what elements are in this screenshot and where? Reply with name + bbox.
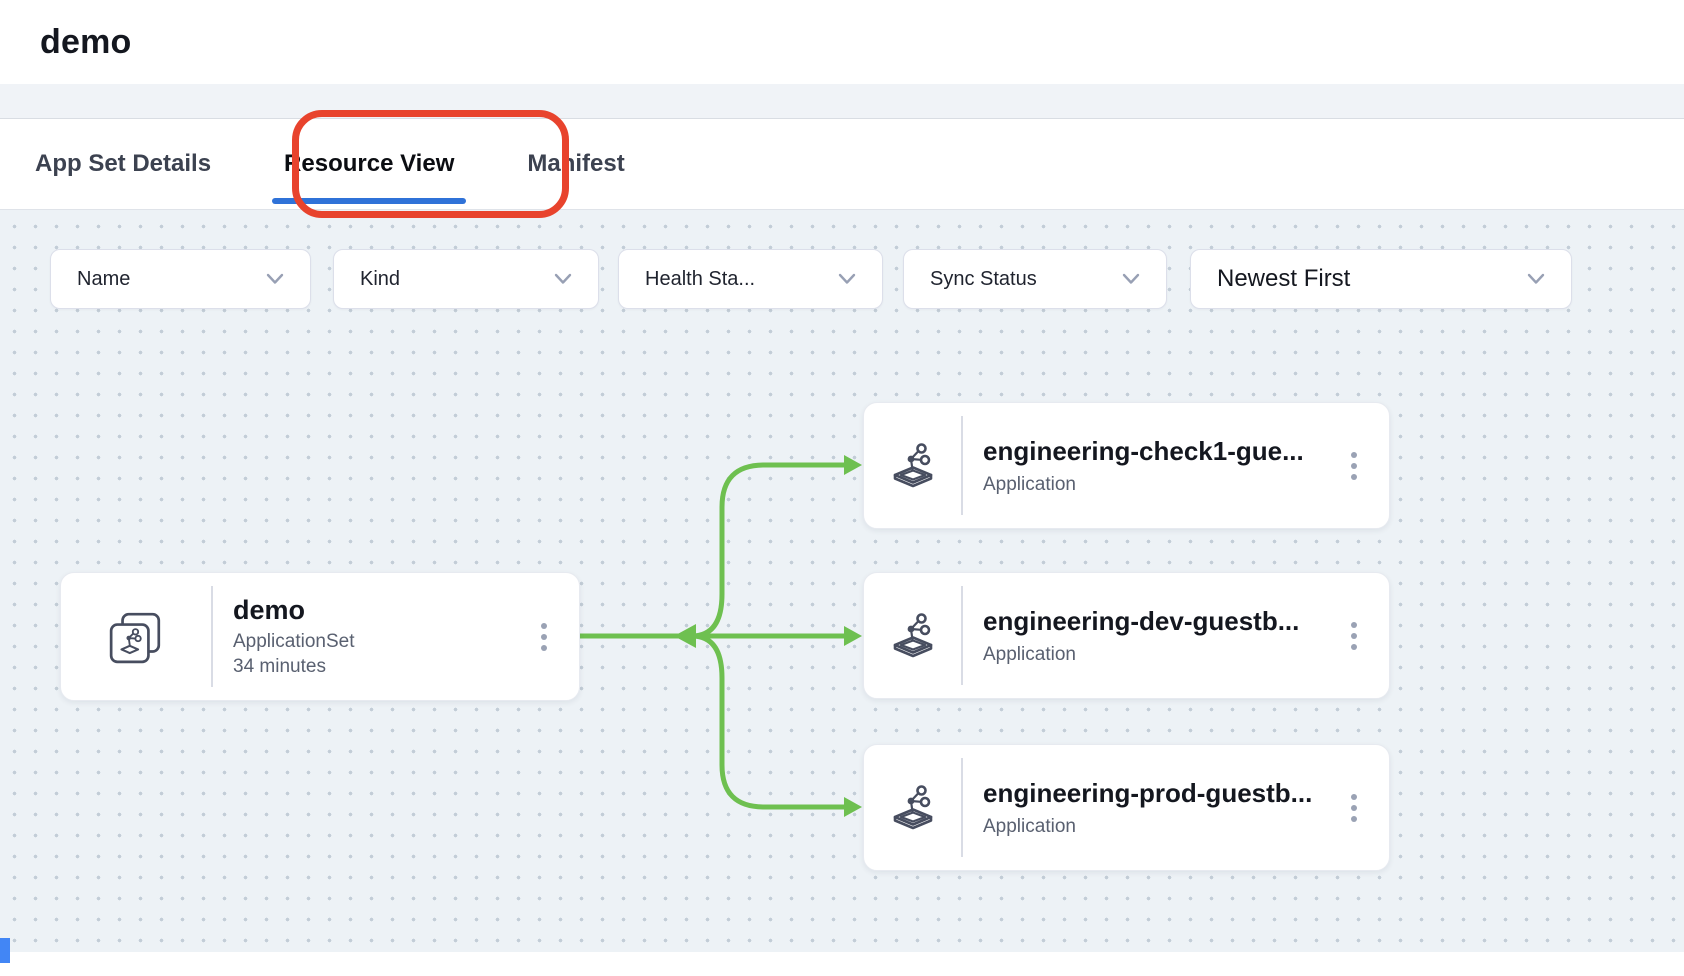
- node-menu-button[interactable]: [1345, 446, 1363, 486]
- active-tab-indicator: [272, 198, 467, 204]
- filter-dropdown-kind[interactable]: Kind: [333, 249, 599, 309]
- resource-graph-canvas[interactable]: Name Kind Health Sta... Sync Status Newe…: [0, 210, 1684, 952]
- node-title: engineering-prod-guestb...: [983, 777, 1313, 808]
- edge-arrow: [844, 455, 862, 475]
- tab-label: Resource View: [284, 150, 455, 177]
- node-age: 34 minutes: [233, 656, 326, 677]
- filter-dropdown-sync-status[interactable]: Sync Status: [903, 249, 1167, 309]
- node-menu-button[interactable]: [535, 617, 553, 657]
- node-title: demo: [233, 595, 306, 625]
- node-application-3[interactable]: engineering-prod-guestb... Application: [863, 744, 1390, 871]
- sort-dropdown[interactable]: Newest First: [1190, 249, 1572, 309]
- node-kind: Application: [983, 815, 1076, 837]
- tab-app-set-details[interactable]: App Set Details: [35, 119, 211, 209]
- filter-dropdown-health-status[interactable]: Health Sta...: [618, 249, 883, 309]
- node-kind: ApplicationSet: [233, 631, 355, 652]
- filter-label: Name: [77, 267, 131, 290]
- application-icon: [864, 745, 961, 870]
- node-divider: [961, 416, 963, 515]
- footer-strip: [0, 952, 1684, 975]
- node-application-2[interactable]: engineering-dev-guestb... Application: [863, 572, 1390, 699]
- filter-dropdown-name[interactable]: Name: [50, 249, 311, 309]
- node-application-1[interactable]: engineering-check1-gue... Application: [863, 402, 1390, 529]
- title-bar: demo: [0, 0, 1684, 84]
- filter-label: Kind: [360, 267, 401, 290]
- tab-label: App Set Details: [35, 150, 212, 177]
- chevron-down-icon: [1122, 273, 1140, 284]
- tab-resource-view[interactable]: Resource View: [272, 119, 467, 209]
- chevron-down-icon: [1527, 273, 1545, 284]
- node-kind: Application: [983, 473, 1076, 495]
- applicationset-icon: [61, 573, 211, 700]
- node-divider: [211, 586, 213, 687]
- tab-bar: App Set Details Resource View Manifest: [0, 119, 1684, 210]
- node-applicationset-demo[interactable]: demo ApplicationSet 34 minutes: [60, 572, 580, 701]
- node-kind: Application: [983, 643, 1076, 665]
- node-title: engineering-dev-guestb...: [983, 605, 1300, 636]
- chevron-down-icon: [554, 273, 572, 284]
- chevron-down-icon: [838, 273, 856, 284]
- edge-arrow: [844, 626, 862, 646]
- application-icon: [864, 573, 961, 698]
- graph-edges: [577, 455, 862, 817]
- node-menu-button[interactable]: [1345, 788, 1363, 828]
- edge-junction-arrow: [674, 624, 696, 648]
- page-title: demo: [40, 22, 132, 61]
- edge-arrow: [844, 797, 862, 817]
- filter-label: Health Sta...: [645, 267, 756, 290]
- scroll-indicator[interactable]: [0, 938, 10, 963]
- filter-label: Sync Status: [930, 267, 1037, 290]
- sort-label: Newest First: [1217, 265, 1351, 292]
- node-title: engineering-check1-gue...: [983, 435, 1304, 466]
- node-divider: [961, 586, 963, 685]
- application-icon: [864, 403, 961, 528]
- tab-label: Manifest: [527, 150, 625, 177]
- node-divider: [961, 758, 963, 857]
- node-menu-button[interactable]: [1345, 616, 1363, 656]
- chevron-down-icon: [266, 273, 284, 284]
- header-divider-band: [0, 84, 1684, 119]
- tab-manifest[interactable]: Manifest: [527, 119, 624, 209]
